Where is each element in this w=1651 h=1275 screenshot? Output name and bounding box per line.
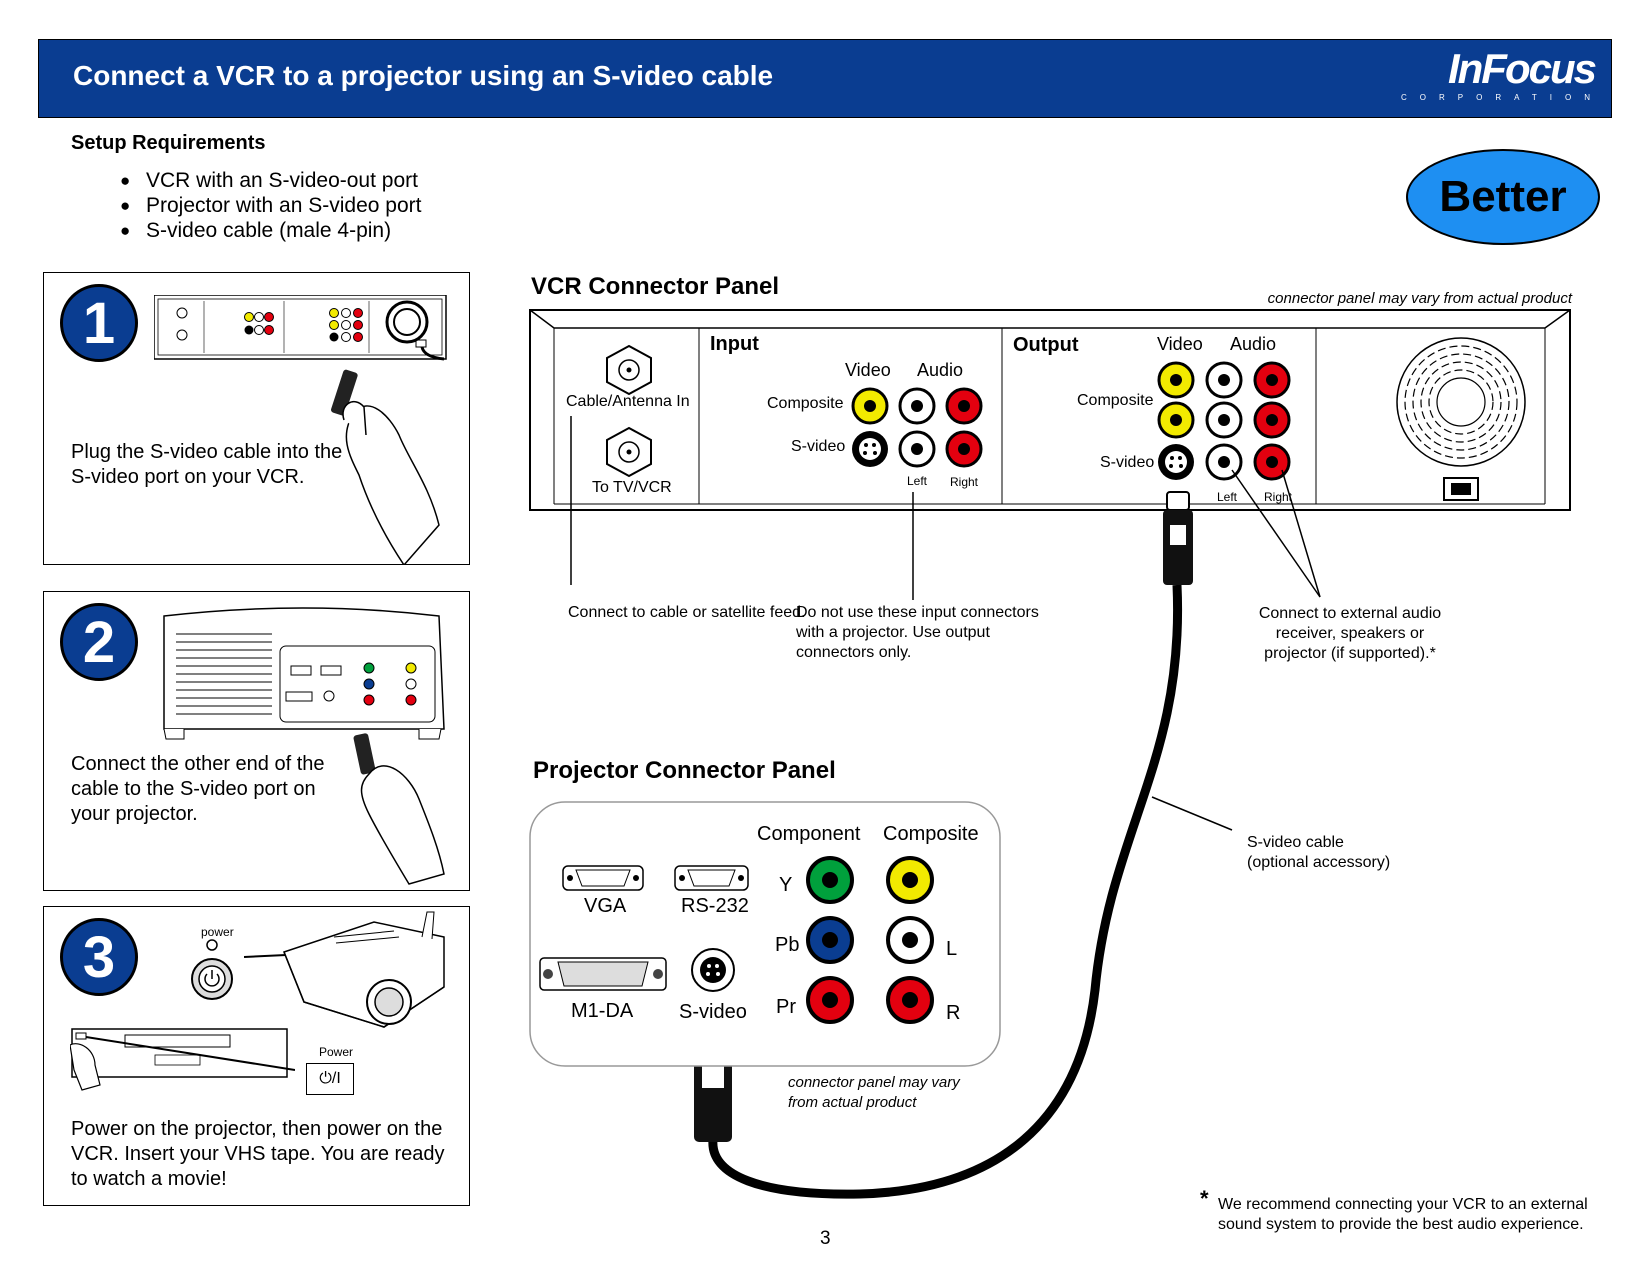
list-item: Projector with an S-video port: [120, 193, 421, 218]
projector-connector-panel: [529, 801, 1001, 1067]
svideo-cable-label: S-video cable: [1247, 834, 1344, 851]
projector-power-button: [191, 939, 233, 1000]
vcr-panel-note: connector panel may vary from actual pro…: [1267, 290, 1572, 307]
step-2-panel: 2 Connect the other end of the cable to …: [43, 591, 470, 891]
vcr-power-button: ⏻/I: [306, 1063, 354, 1095]
note-line: from actual product: [788, 1094, 917, 1111]
setup-requirements-list: VCR with an S-video-out port Projector w…: [120, 168, 421, 243]
setup-requirements-title: Setup Requirements: [71, 132, 266, 154]
pr-label: Pr: [776, 996, 796, 1018]
output-video-label: Video: [1157, 334, 1203, 354]
step-1-instructions: Plug the S-video cable into the S-video …: [71, 441, 343, 488]
vga-label: VGA: [584, 895, 627, 917]
vcr-output-label: Output: [1013, 334, 1079, 357]
footnote-text: We recommend connecting your VCR to an e…: [1218, 1196, 1588, 1233]
input-warning-callout: Do not use these input connectors with a…: [796, 604, 1039, 661]
projector-panel-title: Projector Connector Panel: [533, 757, 836, 784]
l-label: L: [946, 938, 958, 960]
svideo-cable-sublabel: (optional accessory): [1247, 854, 1391, 871]
header-bar: Connect a VCR to a projector using an S-…: [38, 39, 1612, 118]
svideo-cable-callout: S-video cable (optional accessory): [1247, 833, 1390, 873]
input-left-label: Left: [907, 474, 928, 488]
input-video-label: Video: [845, 360, 891, 380]
composite-label: Composite: [883, 823, 979, 845]
input-svideo-label: S-video: [791, 438, 846, 455]
cable-antenna-label: Cable/Antenna In: [566, 393, 690, 410]
vcr-input-label: Input: [710, 333, 759, 356]
r-label: R: [946, 1002, 961, 1024]
page-number: 3: [820, 1228, 831, 1249]
m1da-label: M1-DA: [571, 1000, 634, 1022]
projector-power-illustration: [244, 911, 445, 1028]
step-3-instructions: Power on the projector, then power on th…: [71, 1118, 445, 1190]
vcr-plug-illustration: [154, 295, 447, 565]
infocus-logo: InFocus CORPORATION: [1395, 45, 1597, 110]
projector-panel-note: connector panel may vary from actual pro…: [788, 1073, 960, 1113]
output-composite-label: Composite: [1077, 392, 1154, 409]
vcr-power-illustration: [70, 1028, 295, 1091]
rs232-label: RS-232: [681, 895, 749, 917]
input-heading: Input: [710, 333, 759, 355]
projector-svideo-label: S-video: [679, 1001, 747, 1023]
list-item: VCR with an S-video-out port: [120, 168, 421, 193]
pb-label: Pb: [775, 934, 800, 956]
page-title: Connect a VCR to a projector using an S-…: [73, 60, 774, 91]
audio-callout: Connect to external audio receiver, spea…: [1258, 605, 1442, 662]
vcr-connector-panel: [529, 309, 1571, 511]
power-button-label: Power: [319, 1045, 354, 1059]
step-1-panel: 1 Plug the S-video cable into the S-vide…: [43, 272, 470, 565]
step-3-panel: 3 power Power ⏻/I Power on the projector…: [43, 906, 470, 1206]
output-right-label: Right: [1264, 490, 1293, 504]
output-left-label: Left: [1217, 490, 1238, 504]
rating-badge: Better: [1406, 149, 1600, 245]
footnote-mark: *: [1200, 1186, 1209, 1211]
output-audio-label: Audio: [1230, 334, 1277, 354]
y-label: Y: [779, 874, 793, 896]
output-heading: Output: [1013, 334, 1079, 356]
to-tv-label: To TV/VCR: [592, 479, 672, 496]
step-number-3: 3: [60, 918, 138, 996]
input-composite-label: Composite: [767, 395, 844, 412]
step-number-2: 2: [60, 603, 138, 681]
logo-subtext: CORPORATION: [1401, 93, 1603, 102]
component-label: Component: [757, 823, 861, 845]
cable-feed-callout: Connect to cable or satellite feed.: [568, 604, 806, 621]
power-label: power: [201, 925, 234, 939]
step-number-1: 1: [60, 284, 138, 362]
projector-plug-illustration: [163, 607, 445, 885]
input-right-label: Right: [950, 475, 979, 489]
logo-text: InFocus: [1447, 45, 1597, 92]
step-2-instructions: Connect the other end of the cable to th…: [71, 753, 325, 825]
output-svideo-label: S-video: [1100, 454, 1155, 471]
list-item: S-video cable (male 4-pin): [120, 218, 421, 243]
input-audio-label: Audio: [917, 360, 964, 380]
vcr-panel-title: VCR Connector Panel: [531, 273, 780, 300]
note-line: connector panel may vary: [788, 1074, 960, 1091]
